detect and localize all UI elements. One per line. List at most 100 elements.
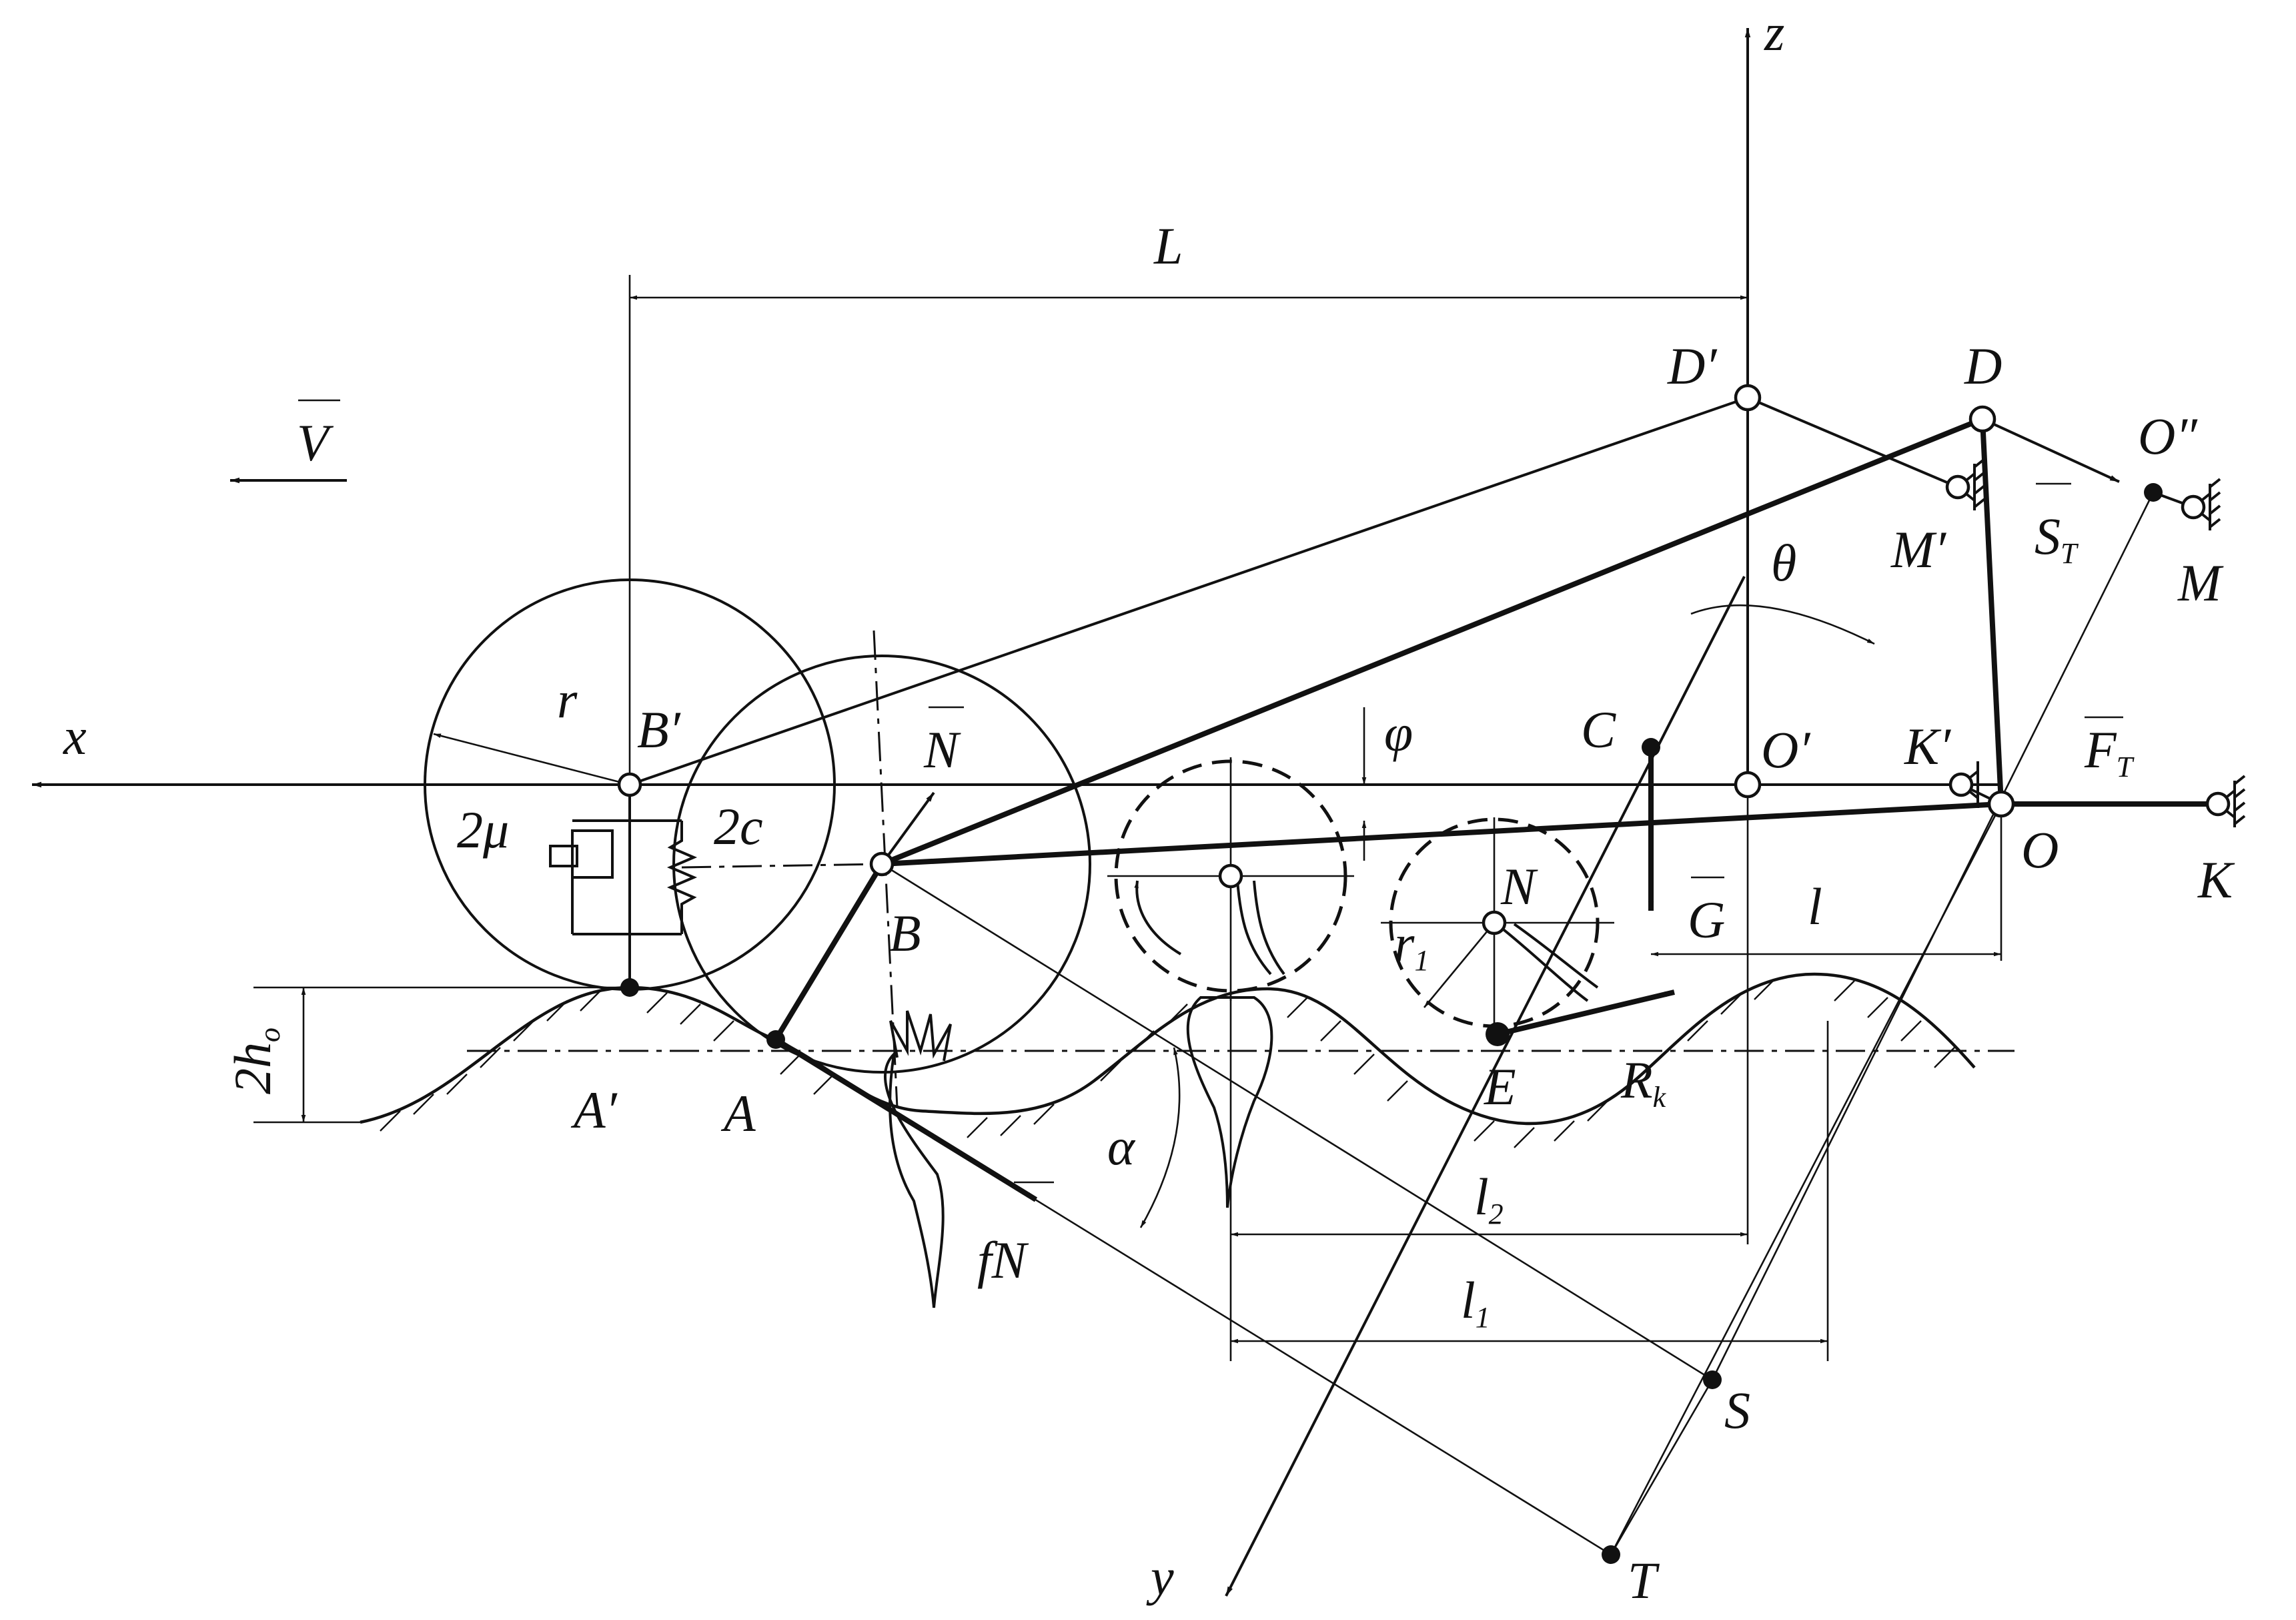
- hinge-M-prime: [1955, 458, 1986, 510]
- ground-profile: [360, 972, 2015, 1148]
- label-F-T: FT: [2084, 721, 2135, 783]
- beets: [883, 880, 1285, 1308]
- node-K-prime: [1948, 772, 1974, 797]
- hinge-M: [2191, 478, 2221, 530]
- nodes: [617, 384, 2231, 1564]
- beet-left-leaves: [889, 1010, 952, 1062]
- wheel-markings: [1107, 757, 1614, 1041]
- force-N: [881, 791, 935, 865]
- node-M: [2181, 494, 2206, 520]
- label-x: x: [63, 707, 87, 765]
- link-D-O: [1980, 418, 2004, 805]
- node-E: [1486, 1022, 1510, 1046]
- node-B: [869, 851, 895, 877]
- node-B-prime: [617, 772, 642, 797]
- spring-zigzag: [666, 821, 698, 934]
- ground-curve: [360, 972, 1976, 1126]
- line-B-S: [881, 863, 1713, 1381]
- label-S: S: [1724, 1381, 1750, 1439]
- label-M: M: [2177, 554, 2224, 612]
- label-O: O: [2021, 821, 2059, 879]
- hinge-K: [2215, 775, 2246, 827]
- alpha-arc: [1139, 1047, 1181, 1228]
- r1-radius-arrow: [1423, 922, 1496, 1008]
- label-V: V: [297, 414, 334, 472]
- node-C: [1642, 738, 1660, 757]
- forces: [433, 482, 2211, 1202]
- label-2h0: 2ho: [223, 1028, 286, 1094]
- node-A-prime: [620, 978, 639, 997]
- spring-centerline: [681, 863, 883, 869]
- force-fN: [774, 1037, 1038, 1202]
- line-S-T: [1610, 1379, 1714, 1555]
- link-Bprime-Dprime: [629, 396, 1748, 786]
- wheel2-scraper: [1500, 923, 1599, 1002]
- beet-left: [883, 1050, 945, 1308]
- line-Odprime-S: [1711, 492, 2155, 1380]
- node-O: [1987, 790, 2015, 818]
- label-E: E: [1484, 1058, 1516, 1116]
- label-z: z: [1764, 3, 1784, 61]
- damper-box: [571, 829, 614, 879]
- label-S-T: ST: [2035, 507, 2079, 570]
- label-D: D: [1964, 337, 2002, 395]
- label-G: G: [1688, 891, 1725, 949]
- label-2c: 2c: [714, 797, 763, 855]
- angle-marks: [1139, 604, 1875, 1228]
- wheel-B: [672, 655, 1091, 1074]
- label-phi: φ: [1384, 704, 1413, 762]
- label-A: A: [720, 1084, 756, 1142]
- force-S-T: [1982, 418, 2120, 483]
- link-Dprime-Mprime: [1747, 396, 1958, 488]
- node-K: [2205, 791, 2231, 817]
- node-D-prime: [1734, 384, 1762, 412]
- node-wheel1-center: [1218, 863, 1243, 889]
- label-Rk: Rk: [1620, 1051, 1667, 1114]
- label-N: N: [923, 721, 961, 779]
- label-l: l: [1808, 877, 1822, 935]
- node-A: [766, 1030, 785, 1049]
- labels: z x y L V D′ D O″ M′ M ST θ r B′ N φ C O…: [63, 3, 2235, 1609]
- label-K: K: [2197, 851, 2235, 909]
- damper-piston: [549, 845, 578, 867]
- label-O-prime: O′: [1761, 721, 1811, 779]
- label-r: r: [557, 671, 578, 729]
- theta-arc: [1690, 604, 1875, 645]
- node-D: [1968, 405, 1996, 433]
- label-T: T: [1628, 1551, 1660, 1609]
- label-N-small: N: [1500, 857, 1538, 915]
- label-l1: l1: [1461, 1271, 1490, 1334]
- damper-spring: [549, 785, 698, 987]
- node-wheel2-center: [1482, 910, 1507, 935]
- label-A-prime: A′: [570, 1081, 618, 1139]
- label-fN: fN: [977, 1231, 1029, 1289]
- label-l2: l2: [1474, 1168, 1504, 1230]
- link-B-A: [773, 862, 885, 1042]
- dimensions: [253, 275, 2002, 1361]
- node-O-prime: [1734, 771, 1762, 799]
- label-C: C: [1581, 701, 1616, 759]
- node-O-dprime: [2144, 483, 2163, 502]
- wheel1-rotation-arrow: [1134, 880, 1182, 955]
- label-theta: θ: [1771, 534, 1796, 592]
- link-B-D: [881, 416, 1984, 867]
- beet-middle: [1186, 996, 1273, 1208]
- node-T: [1602, 1545, 1620, 1564]
- node-M-prime: [1945, 474, 1970, 500]
- label-K-prime: K′: [1904, 717, 1952, 775]
- vertical-centerline-B: [873, 630, 899, 1108]
- label-M-prime: M′: [1890, 520, 1947, 578]
- link-B-O: [881, 801, 2002, 867]
- label-y: y: [1146, 1548, 1174, 1606]
- ground-hatching: [380, 979, 1955, 1148]
- label-B-prime: B′: [637, 701, 682, 759]
- label-r1: r1: [1394, 914, 1429, 977]
- beet-middle-stem: [1236, 880, 1285, 975]
- label-O-dprime: O″: [2138, 407, 2198, 465]
- label-D-prime: D′: [1667, 337, 1718, 395]
- node-S: [1703, 1370, 1722, 1389]
- label-alpha: α: [1107, 1118, 1136, 1176]
- label-L: L: [1153, 217, 1183, 275]
- force-Rk: [1497, 989, 1675, 1037]
